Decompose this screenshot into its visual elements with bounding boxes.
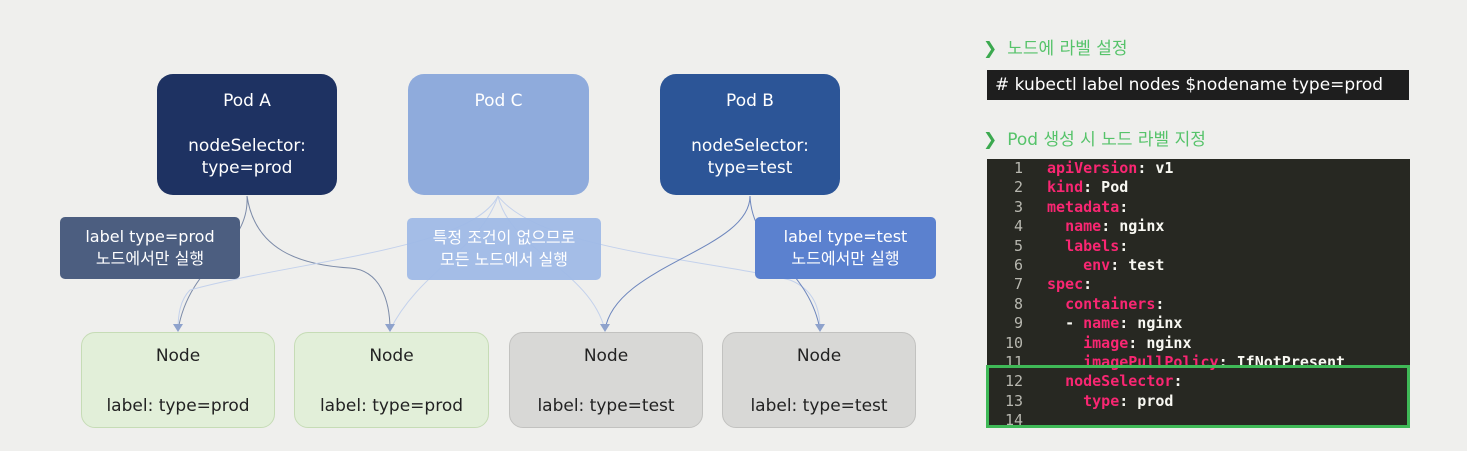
pod-b-rule-label: label type=test 노드에서만 실행 bbox=[755, 217, 936, 279]
code-line: 12 nodeSelector: bbox=[987, 372, 1410, 391]
code-text: env: test bbox=[1083, 256, 1165, 274]
node-3-title: Node bbox=[583, 346, 629, 366]
line-number: 2 bbox=[1013, 178, 1023, 197]
pod-c-rule-line-1: 특정 조건이 없으므로 bbox=[432, 228, 576, 247]
code-line: 3 metadata: bbox=[987, 198, 1410, 217]
chevron-right-icon: ❯ bbox=[983, 39, 998, 59]
code-line: 5 labels: bbox=[987, 237, 1410, 256]
code-text: containers: bbox=[1065, 294, 1165, 313]
code-line: 10 image: nginx bbox=[987, 334, 1410, 353]
line-number: 12 bbox=[1004, 372, 1023, 391]
code-text: name: nginx bbox=[1065, 217, 1165, 236]
code-text: metadata: bbox=[1047, 197, 1129, 216]
arrowhead-node-3 bbox=[600, 324, 610, 332]
line-number: 5 bbox=[1013, 236, 1023, 255]
node-selector-highlight bbox=[986, 365, 1410, 428]
pod-c: Pod C bbox=[408, 74, 589, 195]
code-line: 7 spec: bbox=[987, 275, 1410, 294]
node-1-label: label: type=prod bbox=[106, 396, 250, 416]
node-4-label: label: type=test bbox=[750, 396, 888, 416]
code-text: type: prod bbox=[1083, 391, 1174, 410]
line-number: 4 bbox=[1013, 217, 1023, 236]
pod-a-title: Pod A bbox=[223, 91, 271, 111]
node-1-title: Node bbox=[155, 346, 201, 366]
pod-a: Pod A nodeSelector: type=prod bbox=[157, 74, 337, 195]
line-number: 9 bbox=[1013, 314, 1023, 333]
code-line: 9 - name: nginx bbox=[987, 314, 1410, 333]
code-text: image: nginx bbox=[1083, 333, 1192, 352]
code-text: kind: Pod bbox=[1047, 178, 1129, 197]
code-text: spec: bbox=[1047, 275, 1093, 294]
line-number: 1 bbox=[1013, 159, 1023, 177]
pod-b-rule-line-1: label type=test bbox=[783, 227, 908, 246]
code-text: apiVersion: v1 bbox=[1047, 159, 1174, 177]
arrowhead-node-1 bbox=[173, 324, 183, 332]
section-title-pod-node-label: ❯ Pod 생성 시 노드 라벨 지정 bbox=[983, 129, 1206, 151]
code-line: 1 apiVersion: v1 bbox=[987, 159, 1410, 178]
arrowhead-node-4 bbox=[815, 324, 825, 332]
code-line: 13 type: prod bbox=[987, 392, 1410, 411]
kubectl-command: # kubectl label nodes $nodename type=pro… bbox=[987, 70, 1409, 100]
line-number: 7 bbox=[1013, 275, 1023, 294]
line-number: 3 bbox=[1013, 197, 1023, 216]
node-1: Node label: type=prod bbox=[81, 332, 275, 428]
code-line: 8 containers: bbox=[987, 295, 1410, 314]
node-4-title: Node bbox=[796, 346, 842, 366]
connector-pod-b-node-3 bbox=[604, 195, 751, 331]
pod-a-rule-line-1: label type=prod bbox=[85, 227, 215, 246]
pod-c-rule-label: 특정 조건이 없으므로 모든 노드에서 실행 bbox=[407, 218, 601, 280]
code-line: 14 bbox=[987, 411, 1410, 427]
pod-a-rule-line-2: 노드에서만 실행 bbox=[95, 249, 205, 268]
section-title-set-node-label: ❯ 노드에 라벨 설정 bbox=[983, 38, 1128, 60]
line-number: 8 bbox=[1013, 294, 1023, 313]
line-number: 14 bbox=[1004, 411, 1023, 427]
pod-c-title: Pod C bbox=[474, 91, 523, 111]
node-4: Node label: type=test bbox=[722, 332, 916, 428]
pod-c-rule-line-2: 모든 노드에서 실행 bbox=[440, 250, 568, 269]
pod-b-selector-value: type=test bbox=[707, 158, 793, 178]
pod-a-selector-key: nodeSelector: bbox=[188, 136, 306, 156]
pod-b-rule-line-2: 노드에서만 실행 bbox=[791, 249, 900, 268]
node-2-label: label: type=prod bbox=[319, 396, 464, 416]
node-2-title: Node bbox=[369, 346, 414, 366]
code-line: 4 name: nginx bbox=[987, 217, 1410, 236]
code-line: 2 kind: Pod bbox=[987, 178, 1410, 197]
node-2: Node label: type=prod bbox=[294, 332, 489, 428]
chevron-right-icon: ❯ bbox=[983, 130, 998, 150]
line-number: 13 bbox=[1004, 391, 1023, 410]
pod-b: Pod B nodeSelector: type=test bbox=[660, 74, 840, 195]
section-title-text: 노드에 라벨 설정 bbox=[1007, 39, 1128, 59]
line-number: 6 bbox=[1013, 256, 1023, 274]
code-text: - name: nginx bbox=[1065, 314, 1183, 333]
node-3-label: label: type=test bbox=[537, 396, 675, 416]
code-text: nodeSelector: bbox=[1065, 372, 1183, 391]
code-text: labels: bbox=[1065, 236, 1129, 255]
line-number: 10 bbox=[1004, 333, 1023, 352]
arrowhead-node-2 bbox=[385, 324, 395, 332]
section-title-text: Pod 생성 시 노드 라벨 지정 bbox=[1007, 130, 1206, 150]
node-3: Node label: type=test bbox=[509, 332, 703, 428]
code-line: 6 env: test bbox=[987, 256, 1410, 275]
connector-pod-a-node-2 bbox=[246, 195, 391, 331]
pod-b-title: Pod B bbox=[726, 91, 774, 111]
pod-a-selector-value: type=prod bbox=[201, 158, 293, 178]
pod-a-rule-label: label type=prod 노드에서만 실행 bbox=[60, 217, 240, 279]
pod-b-selector-key: nodeSelector: bbox=[691, 136, 809, 156]
